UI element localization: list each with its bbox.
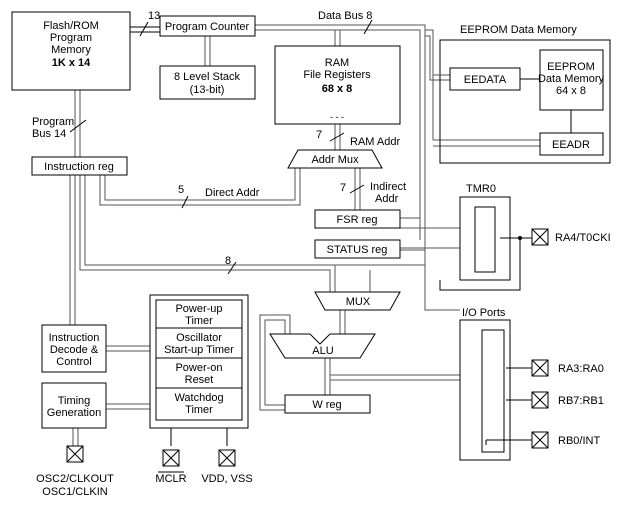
pin-vdd: VDD, VSS <box>201 449 253 485</box>
fsr-reg-label: FSR reg <box>337 214 378 226</box>
io-ports-label: I/O Ports <box>462 307 506 319</box>
ram-addr-label: RAM Addr <box>350 136 400 148</box>
pin-ra3-label: RA3:RA0 <box>558 363 604 375</box>
flash-label-2: Program <box>50 32 92 44</box>
program-counter-block: Program Counter <box>159 15 256 37</box>
flash-size: 1K x 14 <box>52 57 91 69</box>
timing-label-2: Generation <box>47 407 101 419</box>
ram-label-1: RAM <box>325 57 349 69</box>
poweron-reset-label-2: Reset <box>185 374 214 386</box>
pin-rb7-label: RB7:RB1 <box>558 395 604 407</box>
pin-osc: OSC2/CLKOUT OSC1/CLKIN <box>36 445 114 498</box>
powerup-timer-label-1: Power-up <box>175 303 222 315</box>
stack-label-2: (13-bit) <box>190 84 225 96</box>
ram-block: RAM File Registers 68 x 8 - - - <box>274 45 401 125</box>
ram-addr-width: 7 <box>316 129 322 141</box>
flash-label-3: Memory <box>51 44 91 56</box>
indirect-addr-label-2: Addr <box>375 193 399 205</box>
indirect-addr-label-1: Indirect <box>370 181 406 193</box>
alu-label: ALU <box>312 345 333 357</box>
alu-block: ALU <box>269 333 376 359</box>
powerup-timer-label-2: Timer <box>185 315 213 327</box>
osc-startup-label-2: Start-up Timer <box>164 344 234 356</box>
stack-block: 8 Level Stack (13-bit) <box>159 65 256 100</box>
pin-ra4-label: RA4/T0CKI <box>555 232 611 244</box>
stack-label-1: 8 Level Stack <box>174 71 241 83</box>
program-bus-label-2: Bus 14 <box>32 128 66 140</box>
pin-osc1-label: OSC1/CLKIN <box>42 486 107 498</box>
tmr0-block: TMR0 <box>459 183 511 281</box>
literal-width: 8 <box>225 255 231 267</box>
fsr-reg-block: FSR reg <box>314 209 401 229</box>
mux-label: MUX <box>346 296 371 308</box>
pin-vdd-label: VDD, VSS <box>201 473 252 485</box>
mux-block: MUX <box>314 291 401 311</box>
status-reg-block: STATUS reg <box>314 239 401 259</box>
pin-ra3: RA3:RA0 <box>531 359 604 377</box>
eeprom-mem-label-2: Data Memory <box>538 73 605 85</box>
watchdog-label-2: Timer <box>185 404 213 416</box>
pin-rb7: RB7:RB1 <box>531 391 604 409</box>
direct-width: 5 <box>178 184 184 196</box>
decode-label-1: Instruction <box>49 332 100 344</box>
pin-mclr-label: MCLR <box>155 473 186 485</box>
program-counter-label: Program Counter <box>165 21 250 33</box>
timing-block: Timing Generation <box>41 382 107 429</box>
ram-size: 68 x 8 <box>322 83 353 95</box>
flash-memory-block: Flash/ROM Program Memory 1K x 14 <box>11 11 131 91</box>
tmr0-label: TMR0 <box>466 183 496 195</box>
buses <box>69 19 540 446</box>
eeprom-mem-label-3: 64 x 8 <box>556 85 586 97</box>
timing-label-1: Timing <box>58 395 91 407</box>
osc-startup-label-1: Oscillator <box>176 332 222 344</box>
eedata-label: EEDATA <box>464 74 507 86</box>
poweron-reset-label-1: Power-on <box>175 362 222 374</box>
ram-ellipsis: - - - <box>330 112 344 122</box>
pin-mclr: MCLR <box>155 449 187 485</box>
io-ports-block: I/O Ports <box>459 307 511 461</box>
flash-label-1: Flash/ROM <box>43 20 99 32</box>
instruction-reg-block: Instruction reg <box>31 156 128 176</box>
w-reg-label: W reg <box>312 399 341 411</box>
pc-width-label: 13 <box>148 10 160 22</box>
program-bus-label-1: Program <box>32 116 74 128</box>
direct-addr-label: Direct Addr <box>205 187 260 199</box>
addr-mux-label: Addr Mux <box>311 154 359 166</box>
watchdog-label-1: Watchdog <box>174 392 223 404</box>
pin-ra4: RA4/T0CKI <box>531 228 611 246</box>
status-reg-label: STATUS reg <box>327 244 388 256</box>
addr-mux-block: Addr Mux <box>287 149 383 169</box>
eeprom-section: EEPROM Data Memory EEDATA EEPROM Data Me… <box>433 24 611 164</box>
instruction-decode-block: Instruction Decode & Control <box>41 324 107 373</box>
indirect-width: 7 <box>340 182 346 194</box>
instruction-reg-label: Instruction reg <box>44 161 114 173</box>
pin-rb0-label: RB0/INT <box>558 435 600 447</box>
w-reg-block: W reg <box>284 394 371 414</box>
eeprom-title: EEPROM Data Memory <box>460 24 577 36</box>
data-bus-label: Data Bus 8 <box>318 10 372 22</box>
timers-stack-block: Power-up Timer Oscillator Start-up Timer… <box>149 294 249 429</box>
decode-label-2: Decode & <box>50 344 99 356</box>
eeadr-label: EEADR <box>552 139 590 151</box>
bus-labels: 13 Data Bus 8 Program Bus 14 7 RAM Addr … <box>32 10 406 267</box>
pin-rb0: RB0/INT <box>531 431 600 449</box>
ram-label-2: File Registers <box>303 69 371 81</box>
pin-osc2-label: OSC2/CLKOUT <box>36 473 114 485</box>
eeprom-mem-label-1: EEPROM <box>547 61 595 73</box>
decode-label-3: Control <box>56 356 91 368</box>
